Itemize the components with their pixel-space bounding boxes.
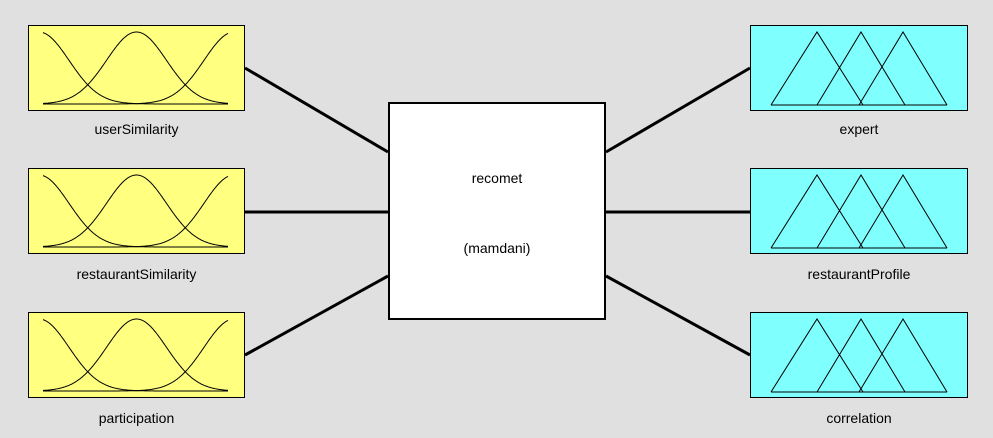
output-variable-box[interactable]	[750, 25, 968, 111]
gaussian-membership-icon	[42, 31, 229, 105]
gaussian-curve	[43, 31, 229, 104]
triangle-mf	[816, 318, 906, 393]
triangle-mf	[770, 31, 864, 106]
triangle-mf	[858, 318, 948, 393]
triangular-membership-icon	[770, 31, 948, 106]
triangle-mf	[816, 31, 906, 106]
gaussian-curve	[43, 32, 229, 105]
input-variable-box[interactable]	[28, 312, 245, 398]
input-variable-label: participation	[98, 410, 175, 426]
gaussian-curve	[43, 318, 229, 391]
fis-system-box[interactable]: recomet (mamdani)	[388, 102, 606, 320]
input-variable-label: userSimilarity	[94, 121, 179, 137]
input-variable-box[interactable]	[28, 168, 245, 254]
output-variable-box[interactable]	[750, 168, 968, 254]
input-variable-box[interactable]	[28, 25, 245, 111]
gaussian-curve	[42, 32, 228, 105]
triangle-mf	[858, 31, 948, 106]
output-variable-label: expert	[839, 121, 879, 137]
system-type: (mamdani)	[463, 240, 531, 256]
connector-input-3	[244, 274, 389, 357]
triangular-membership-icon	[770, 318, 948, 393]
output-variable-box[interactable]	[750, 312, 968, 398]
gaussian-curve	[42, 175, 228, 248]
triangle-mf	[770, 174, 864, 249]
input-variable-label: restaurantSimilarity	[76, 266, 197, 282]
gaussian-membership-icon	[42, 318, 229, 392]
gaussian-curve	[43, 174, 229, 247]
system-name: recomet	[471, 170, 523, 186]
triangle-mf	[770, 318, 864, 393]
triangle-mf	[816, 174, 906, 249]
triangular-membership-icon	[770, 174, 948, 249]
connector-output-1	[605, 66, 751, 154]
connector-output-3	[605, 274, 751, 357]
gaussian-curve	[43, 175, 229, 248]
gaussian-curve	[42, 319, 228, 392]
gaussian-curve	[43, 319, 229, 392]
connector-input-1	[244, 66, 389, 154]
output-variable-label: correlation	[826, 410, 892, 426]
gaussian-membership-icon	[42, 174, 229, 248]
triangle-mf	[858, 174, 948, 249]
output-variable-label: restaurantProfile	[807, 266, 911, 282]
